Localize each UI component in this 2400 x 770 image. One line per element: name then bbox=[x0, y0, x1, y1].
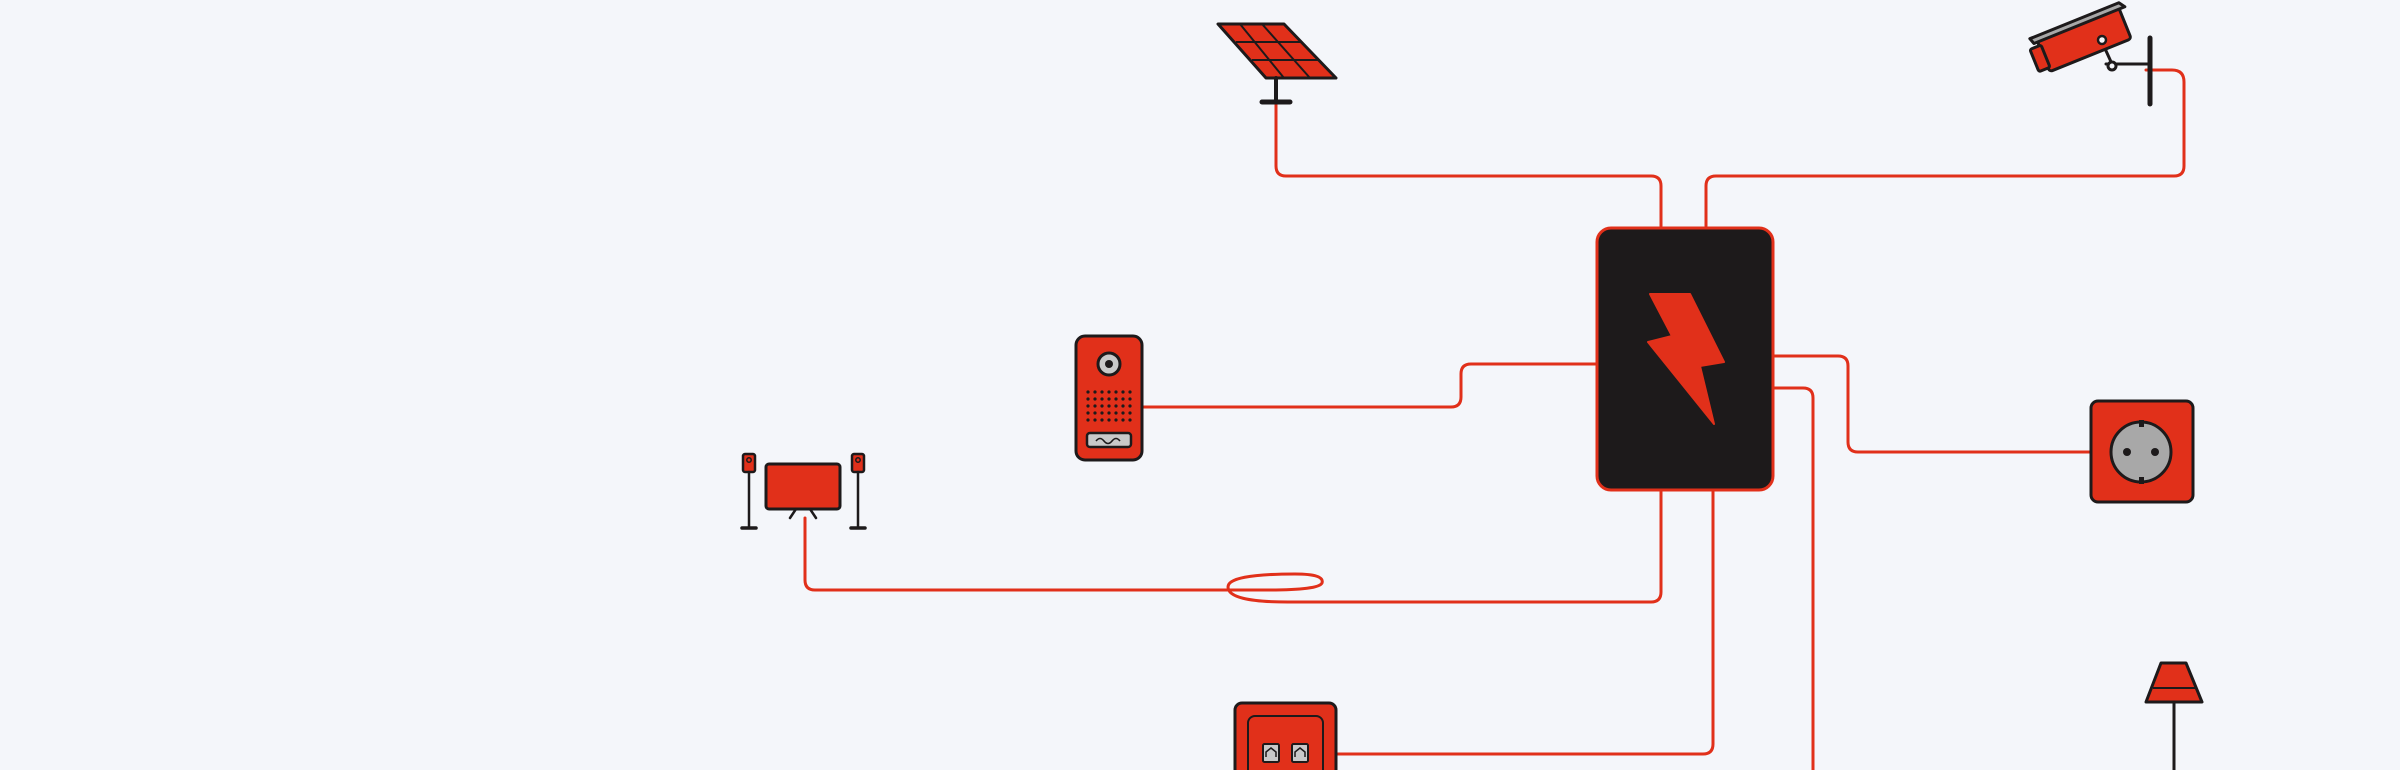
ethernet-socket-icon bbox=[1233, 701, 1338, 770]
wire-outlet bbox=[1768, 354, 2094, 454]
wires bbox=[803, 68, 2186, 770]
floor-lamp-icon bbox=[2144, 661, 2204, 770]
wire-lamp bbox=[1768, 386, 1815, 770]
wire-ethernet bbox=[1334, 488, 1715, 756]
lightning-bolt-icon bbox=[1647, 293, 1725, 425]
power-hub[interactable] bbox=[1595, 226, 1775, 492]
tv-speakers-icon bbox=[740, 452, 867, 530]
wire-solar bbox=[1274, 100, 1663, 228]
power-outlet-icon bbox=[2089, 399, 2195, 504]
wire-camera bbox=[1704, 68, 2186, 228]
wire-tv bbox=[803, 488, 1663, 604]
solar-panel-icon bbox=[1216, 22, 1338, 105]
wire-intercom bbox=[1138, 362, 1602, 409]
door-intercom-icon bbox=[1074, 334, 1144, 462]
security-camera-icon bbox=[2028, 1, 2153, 107]
